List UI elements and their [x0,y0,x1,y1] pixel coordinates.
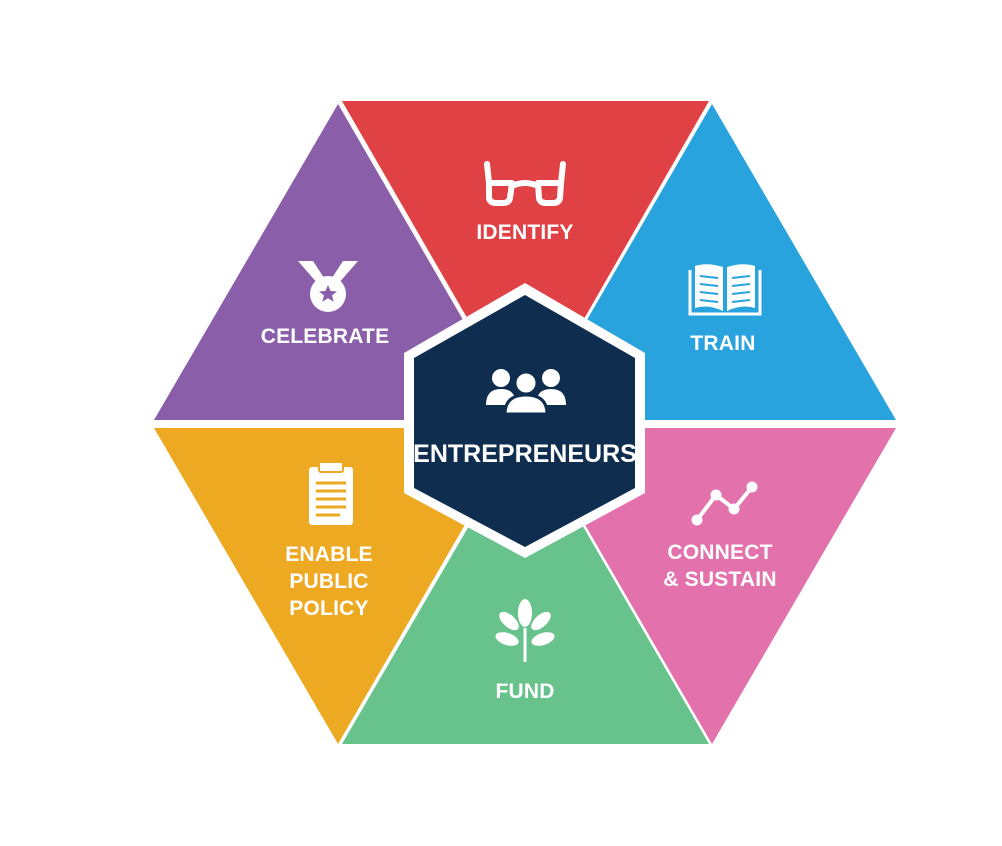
segment-identify: IDENTIFY [342,101,709,420]
segment-connect-sustain-label-line-1: CONNECT [667,541,772,564]
segment-connect-sustain-label-line-2: & SUSTAIN [663,568,776,591]
segment-fund: FUND [342,428,709,744]
center-hexagon [414,295,635,547]
segment-enable-public-policy-label-line-2: PUBLIC [289,570,368,593]
segment-connect-sustain: CONNECT & SUSTAIN [529,428,896,744]
segment-identify-label: IDENTIFY [476,221,573,244]
clipboard-icon [309,461,353,525]
segment-fund-shape [342,428,709,744]
center-hub: ENTREPRENEURS [404,283,645,558]
segment-enable-public-policy-shape [154,428,521,744]
people-group-icon [486,369,566,416]
open-book-icon [688,264,762,316]
segment-identify-shape [342,101,709,420]
segment-enable-public-policy-label-line-1: ENABLE [285,543,373,566]
segment-celebrate-label: CELEBRATE [261,325,390,348]
sprout-icon [495,599,555,662]
segment-connect-sustain-shape [529,428,896,744]
segment-enable-public-policy-label-line-3: POLICY [289,597,368,620]
glasses-icon [484,161,566,206]
segment-fund-label: FUND [495,680,554,703]
segment-train-label: TRAIN [690,332,755,355]
segment-enable-public-policy: ENABLE PUBLIC POLICY [154,428,521,744]
medal-icon [298,261,358,312]
line-chart-icon [691,481,758,526]
center-label: ENTREPRENEURS [413,440,637,468]
